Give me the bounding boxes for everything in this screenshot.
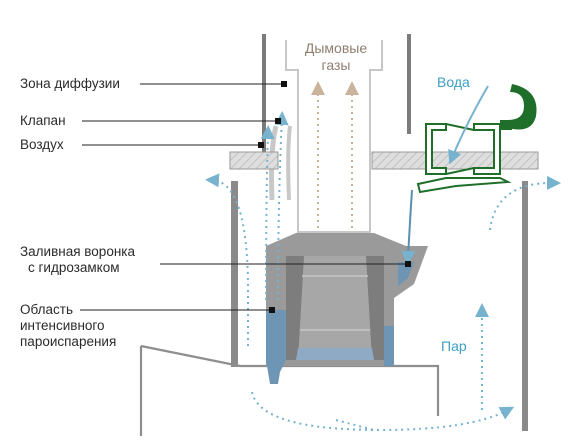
condensate-flow (335, 419, 375, 431)
leader-dot-icon (405, 261, 411, 267)
water-flow (448, 85, 489, 165)
leader-dot-icon (281, 81, 287, 87)
label-evap-line2: интенсивного (20, 318, 105, 333)
water-right (384, 326, 394, 366)
water-flow (401, 189, 416, 265)
air-strip (286, 125, 292, 201)
inner-flue-pipe (285, 40, 383, 233)
leader-dot-icon (269, 307, 275, 313)
leader-dot-icon (275, 118, 281, 124)
label-steam: Пар (441, 338, 467, 354)
label-funnel-line2: с гидрозамком (28, 260, 120, 275)
label-smoke-line1: Дымовые (304, 40, 368, 56)
air-flow (205, 173, 249, 346)
funnel-cavity (298, 256, 372, 360)
label-smoke-line2: газы (321, 57, 351, 73)
air-flow (260, 125, 275, 301)
housing-right-wall (522, 181, 528, 431)
leader-dot-icon (258, 142, 264, 148)
label-air: Воздух (20, 137, 64, 152)
label-smoke-gases: Дымовые газы (296, 40, 376, 74)
label-diffusion-zone: Зона диффузии (20, 76, 120, 91)
left-outer-wall (262, 34, 266, 152)
label-water: Вода (437, 74, 470, 90)
right-floor-slab (371, 151, 539, 170)
label-valve: Клапан (20, 113, 66, 128)
right-outer-wall (407, 34, 411, 134)
label-evap-line1: Область (20, 302, 73, 317)
water-left (266, 310, 286, 384)
label-evap-line3: пароиспарения (20, 334, 117, 349)
left-floor-slab (229, 151, 279, 170)
housing-left-wall (231, 181, 238, 367)
water-center (296, 348, 374, 360)
water-funnel-mouth (398, 262, 414, 286)
condensate-flow (251, 391, 515, 432)
water-tap-icon (416, 84, 537, 194)
label-funnel-line1: Заливная воронка (20, 244, 135, 259)
